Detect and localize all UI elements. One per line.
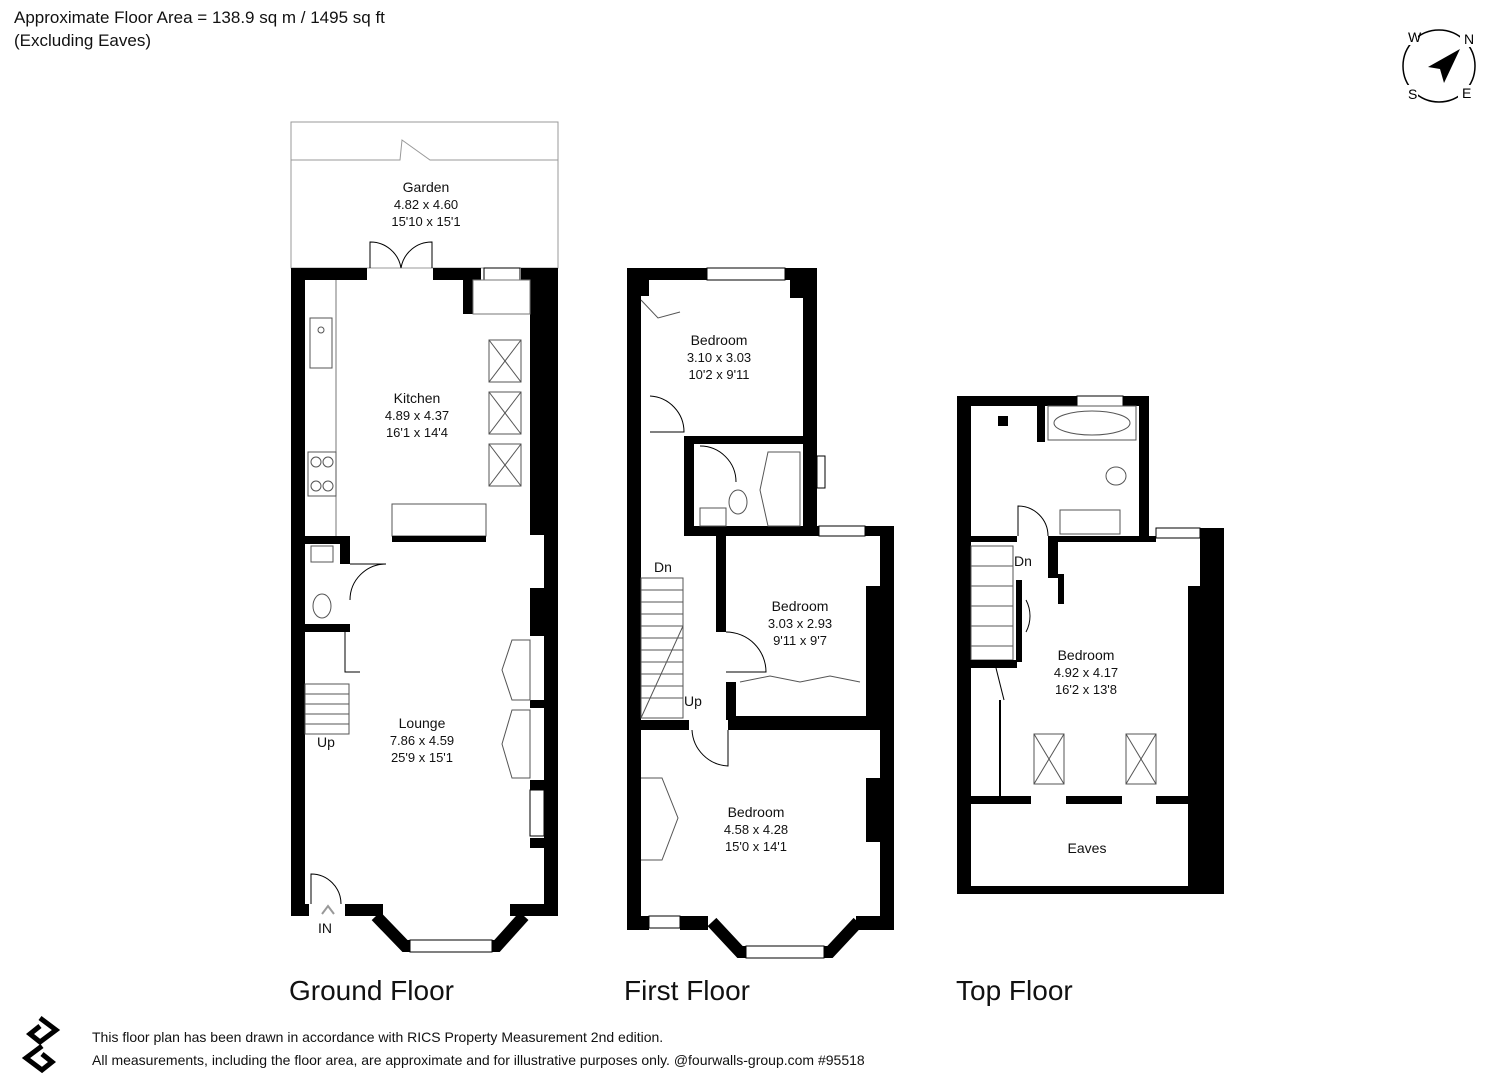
compass-w: W [1408, 29, 1422, 45]
ff-bath [759, 451, 801, 527]
tf-bedroom-label: Bedroom [1058, 647, 1115, 663]
entrance-label: IN [318, 920, 332, 936]
garden-label: Garden [403, 179, 450, 195]
garden-metric: 4.82 x 4.60 [394, 197, 458, 212]
kitchen-hob [307, 451, 337, 497]
compass-e: E [1462, 85, 1471, 101]
ff-bedroom-c-imperial: 15'0 x 14'1 [725, 839, 787, 854]
lounge-label: Lounge [399, 715, 446, 731]
compass-icon: W N S E [1402, 27, 1476, 103]
ground-floor-title: Ground Floor [289, 975, 454, 1006]
tf-bedroom-metric: 4.92 x 4.17 [1054, 665, 1118, 680]
ff-bedroom-c-label: Bedroom [728, 804, 785, 820]
ff-bedroom-b-label: Bedroom [772, 598, 829, 614]
kitchen-imperial: 16'1 x 14'4 [386, 425, 448, 440]
compass-n: N [1464, 31, 1474, 47]
ff-bedroom-c-metric: 4.58 x 4.28 [724, 822, 788, 837]
gf-up-label: Up [317, 734, 335, 750]
kitchen-label: Kitchen [394, 390, 441, 406]
kitchen-skylights [488, 339, 522, 487]
ff-bedroom-b-imperial: 9'11 x 9'7 [773, 633, 827, 648]
ff-up-label: Up [684, 693, 702, 709]
garden-outline [290, 121, 559, 269]
garden-imperial: 15'10 x 15'1 [391, 214, 460, 229]
footer: This floor plan has been drawn in accord… [92, 1026, 865, 1072]
top-floor-title: Top Floor [956, 975, 1073, 1006]
floor-area-text: Approximate Floor Area = 138.9 sq m / 14… [14, 8, 385, 27]
gf-left-wall [291, 268, 305, 916]
kitchen-metric: 4.89 x 4.37 [385, 408, 449, 423]
tf-stairs [970, 545, 1014, 661]
top-floor-plan [957, 395, 1224, 894]
eaves-label: Eaves [1068, 840, 1107, 856]
tf-skylights [1033, 733, 1157, 785]
header: Approximate Floor Area = 138.9 sq m / 14… [14, 6, 385, 52]
tf-bedroom-imperial: 16'2 x 13'8 [1055, 682, 1117, 697]
lounge-metric: 7.86 x 4.59 [390, 733, 454, 748]
ff-bedroom-a-metric: 3.10 x 3.03 [687, 350, 751, 365]
ff-bedroom-a-imperial: 10'2 x 9'11 [688, 367, 749, 382]
tf-dn-label: Dn [1014, 553, 1032, 569]
compass-s: S [1408, 86, 1417, 102]
footer-disclaimer: All measurements, including the floor ar… [92, 1052, 865, 1068]
ff-bedroom-b-metric: 3.03 x 2.93 [768, 616, 832, 631]
garden-fence [291, 139, 558, 161]
excluding-eaves-text: (Excluding Eaves) [14, 31, 152, 50]
ff-stairs [640, 577, 684, 719]
ff-bedroom-a-label: Bedroom [691, 332, 748, 348]
gf-right-wall [544, 268, 558, 916]
ff-left-wall [627, 268, 641, 930]
tf-bath [1047, 405, 1137, 441]
first-floor-title: First Floor [624, 975, 750, 1006]
lounge-imperial: 25'9 x 15'1 [391, 750, 453, 765]
first-floor-plan [627, 267, 894, 959]
kitchen-island [391, 503, 487, 537]
kitchen-sink [309, 317, 333, 369]
ground-floor-plan [290, 121, 559, 953]
ff-dn-label: Dn [654, 559, 672, 575]
gf-stairs [304, 683, 350, 735]
fourwalls-logo-icon [21, 1016, 61, 1074]
footer-rics-note: This floor plan has been drawn in accord… [92, 1029, 664, 1045]
